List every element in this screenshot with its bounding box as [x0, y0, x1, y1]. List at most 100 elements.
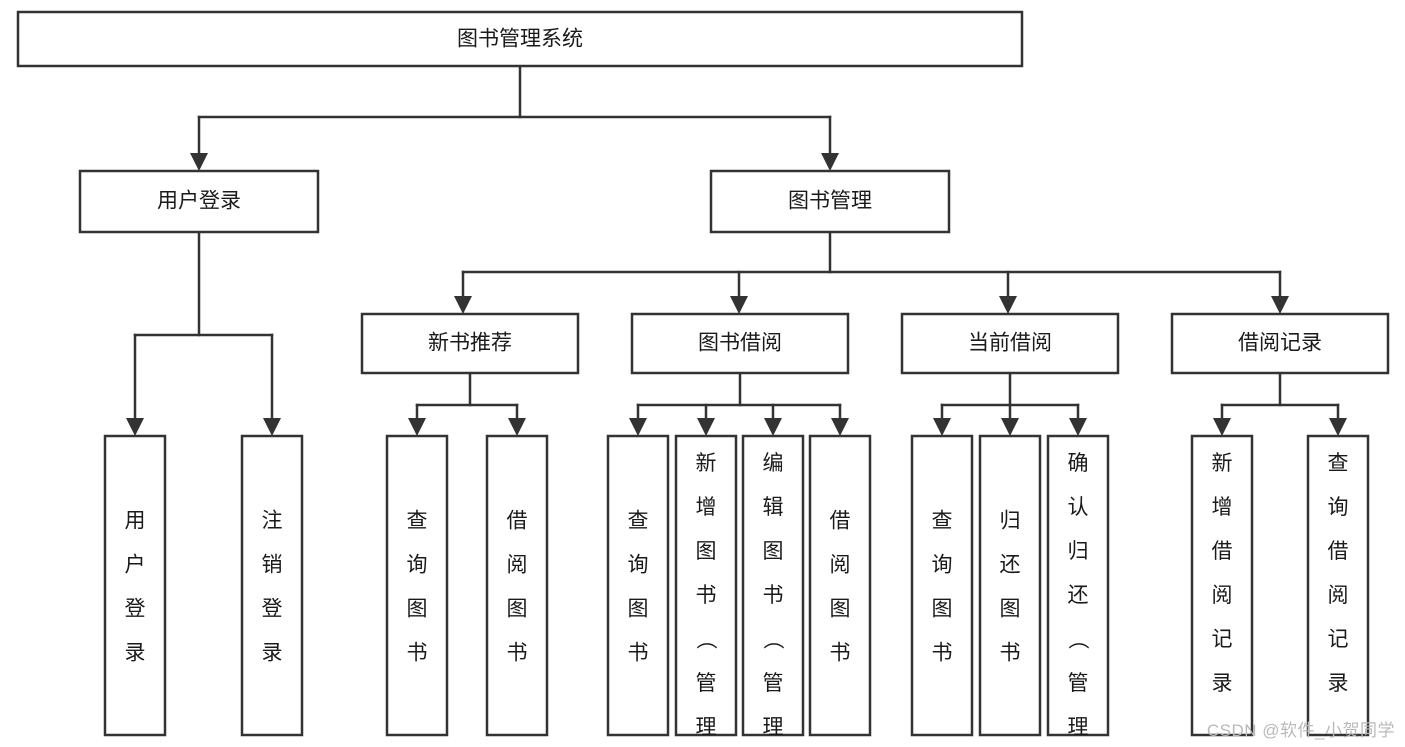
svg-text:书: 书	[407, 642, 428, 665]
connector-group-new-book-recommend	[408, 371, 526, 436]
arrowhead-leaf-user-logout	[263, 418, 281, 436]
svg-text:图: 图	[407, 598, 428, 621]
connector-group-book-management	[454, 230, 1289, 314]
arrowhead-leaf-add-book	[697, 418, 715, 436]
node-book-borrow-box[interactable]	[630, 312, 850, 375]
node-leaf-query-book-1[interactable]	[385, 434, 449, 737]
node-leaf-query-book-2-box[interactable]	[606, 434, 670, 737]
node-book-management[interactable]: 图书管理	[709, 169, 951, 234]
connector-group-borrow-record	[1213, 371, 1347, 436]
svg-text:记: 记	[1212, 628, 1233, 651]
node-book-borrow[interactable]: 图书借阅	[630, 312, 850, 375]
svg-text:管: 管	[763, 672, 784, 695]
svg-text:书: 书	[1000, 642, 1021, 665]
node-leaf-add-book[interactable]	[674, 434, 738, 737]
node-current-borrow-box[interactable]	[900, 312, 1120, 375]
node-new-book-recommend-box[interactable]	[360, 312, 580, 375]
node-leaf-user-logout-box[interactable]	[240, 434, 304, 737]
arrowhead-leaf-query-record	[1329, 418, 1347, 436]
svg-text:查: 查	[628, 510, 649, 533]
svg-text:书: 书	[932, 642, 953, 665]
svg-text:登: 登	[262, 598, 283, 621]
svg-text:阅: 阅	[1328, 584, 1349, 607]
svg-text:管: 管	[696, 672, 717, 695]
node-leaf-query-book-2[interactable]	[606, 434, 670, 737]
node-leaf-query-book-3[interactable]	[910, 434, 974, 737]
svg-text:录: 录	[125, 642, 146, 665]
node-leaf-return-book-box[interactable]	[978, 434, 1042, 737]
svg-text:还: 还	[1068, 584, 1089, 607]
node-leaf-query-record[interactable]	[1306, 434, 1370, 737]
node-leaf-query-book-3-box[interactable]	[910, 434, 974, 737]
node-new-book-recommend-label: 新书推荐	[428, 332, 512, 355]
svg-text:图: 图	[763, 540, 784, 563]
svg-text:阅: 阅	[830, 554, 851, 577]
node-leaf-add-record[interactable]	[1190, 434, 1254, 737]
arrowhead-leaf-return-book	[1001, 418, 1019, 436]
svg-text:增: 增	[696, 496, 717, 519]
svg-text:书: 书	[507, 642, 528, 665]
node-leaf-user-logout[interactable]	[240, 434, 304, 737]
node-leaf-user-login[interactable]	[103, 434, 167, 737]
node-current-borrow-label: 当前借阅	[968, 332, 1052, 355]
connector-group-current-borrow	[933, 371, 1087, 436]
svg-text:还: 还	[1000, 554, 1021, 577]
svg-text:注: 注	[262, 510, 283, 533]
svg-text:借: 借	[1328, 540, 1349, 563]
node-leaf-add-book-box[interactable]	[674, 434, 738, 737]
svg-text:图: 图	[830, 598, 851, 621]
node-user-login-box[interactable]	[78, 169, 320, 234]
node-leaf-borrow-book-1-box[interactable]	[485, 434, 549, 737]
svg-text:增: 增	[1212, 496, 1233, 519]
svg-text:询: 询	[628, 554, 649, 577]
node-leaf-borrow-book-1[interactable]	[485, 434, 549, 737]
node-borrow-record-label: 借阅记录	[1238, 332, 1322, 355]
arrowhead-leaf-borrow-book-1	[508, 418, 526, 436]
node-root-box[interactable]	[16, 10, 1024, 68]
node-leaf-user-login-box[interactable]	[103, 434, 167, 737]
node-borrow-record-box[interactable]	[1170, 312, 1390, 375]
node-user-login[interactable]: 用户登录	[78, 169, 320, 234]
node-leaf-borrow-book-2[interactable]	[808, 434, 872, 737]
svg-text:录: 录	[262, 642, 283, 665]
svg-text:录: 录	[1328, 672, 1349, 695]
node-leaf-confirm-return[interactable]	[1046, 434, 1110, 737]
svg-text:归: 归	[1000, 510, 1021, 533]
arrowhead-leaf-user-login	[126, 418, 144, 436]
svg-text:记: 记	[1328, 628, 1349, 651]
node-borrow-record[interactable]: 借阅记录	[1170, 312, 1390, 375]
svg-text:理: 理	[1068, 716, 1089, 739]
svg-text:户: 户	[125, 554, 146, 577]
arrowhead-borrow-record	[1271, 296, 1289, 314]
node-current-borrow[interactable]: 当前借阅	[900, 312, 1120, 375]
node-leaf-borrow-book-2-box[interactable]	[808, 434, 872, 737]
node-new-book-recommend[interactable]: 新书推荐	[360, 312, 580, 375]
svg-text:登: 登	[125, 598, 146, 621]
node-leaf-edit-book-box[interactable]	[741, 434, 805, 737]
svg-text:归: 归	[1068, 540, 1089, 563]
node-leaf-confirm-return-box[interactable]	[1046, 434, 1110, 737]
connector-group-book-borrow	[629, 371, 849, 436]
node-leaf-edit-book[interactable]	[741, 434, 805, 737]
svg-text:（: （	[761, 629, 784, 650]
connector-group-root	[190, 64, 839, 171]
svg-text:（: （	[1066, 629, 1089, 650]
node-leaf-user-login-label: 用户登录	[125, 510, 146, 665]
leaf-label-layer: 用户登录注销登录查询图书借阅图书查询图书新增图书（管理员）编辑图书（管理员）借阅…	[125, 452, 1349, 739]
node-leaf-add-record-box[interactable]	[1190, 434, 1254, 737]
arrowhead-leaf-confirm-return	[1069, 418, 1087, 436]
node-book-management-box[interactable]	[709, 169, 951, 234]
node-root[interactable]: 图书管理系统	[16, 10, 1024, 68]
svg-text:书: 书	[696, 584, 717, 607]
node-leaf-query-record-box[interactable]	[1306, 434, 1370, 737]
node-leaf-query-book-1-box[interactable]	[385, 434, 449, 737]
node-leaf-return-book[interactable]	[978, 434, 1042, 737]
svg-text:书: 书	[628, 642, 649, 665]
node-root-label: 图书管理系统	[457, 28, 583, 51]
